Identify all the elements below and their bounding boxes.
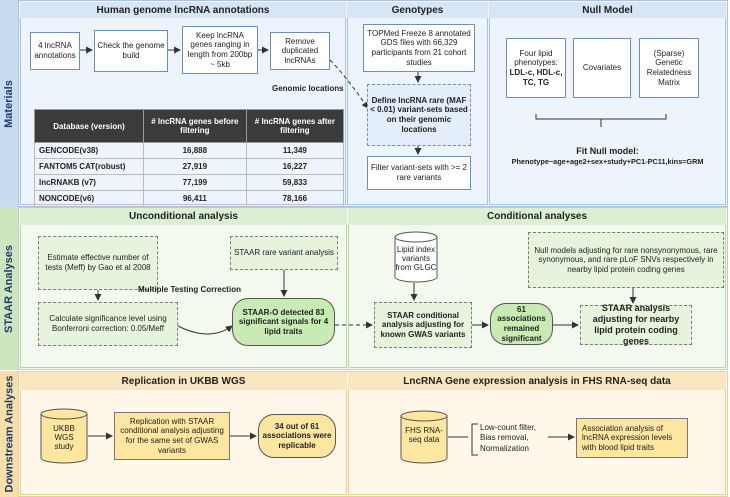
ukbb-cylinder-icon: UKBB WGS study — [40, 408, 88, 464]
table-cell: 16,888 — [143, 142, 247, 159]
annotations-header: Human genome lncRNA annotations — [20, 2, 346, 18]
table-header-database: Database (version) — [34, 109, 144, 143]
multiple-testing-correction-label: Multiple Testing Correction — [138, 285, 241, 294]
table-cell: 77,199 — [143, 174, 247, 191]
nearby-genes-box: STAAR analysis adjusting for nearby lipi… — [580, 303, 692, 346]
covariates-box: Covariates — [573, 38, 631, 98]
table-cell: 78,166 — [245, 190, 345, 207]
lipid-phenotypes-list: LDL-c, HDL-c, TC, TG — [509, 68, 563, 87]
table-header-after: # lncRNA genes after filtering — [245, 109, 345, 143]
remained-significant-box: 61 associations remained significant — [490, 303, 553, 345]
lncrna-database-table: Database (version) # lncRNA genes before… — [34, 109, 345, 207]
table-cell: NONCODE(v6) — [34, 190, 144, 207]
unconditional-header: Unconditional analysis — [20, 208, 347, 225]
table-cell: 16,227 — [245, 158, 345, 175]
step-keep-length: Keep lncRNA genes ranging in length from… — [182, 26, 258, 74]
fhs-header: LncRNA Gene expression analysis in FHS R… — [348, 372, 726, 390]
filter-variant-sets-box: Filter variant-sets with >= 2 rare varia… — [367, 156, 471, 190]
conditional-header: Conditional analyses — [348, 208, 726, 225]
table-cell: FANTOM5 CAT(robust) — [34, 158, 144, 175]
table-row: FANTOM5 CAT(robust) 27,919 16,227 — [34, 158, 345, 175]
table-row: lncRNAKB (v7) 77,199 59,833 — [34, 174, 345, 191]
step-check-genome-build: Check the genome build — [94, 30, 168, 72]
null-model-header: Null Model — [489, 2, 726, 18]
replicable-box: 34 out of 61 associations were replicabl… — [258, 414, 336, 458]
lipid-phenotypes-title: Four lipid phenotypes: — [514, 48, 558, 68]
fit-null-model-title: Fit Null model: — [576, 146, 639, 156]
ukbb-header: Replication in UKBB WGS — [20, 372, 347, 390]
step-lncrna-annotations: 4 lncRNA annotations — [30, 32, 80, 70]
association-analysis-box: Association analysis of lncRNA expressio… — [576, 418, 688, 458]
table-cell: 11,349 — [245, 142, 345, 159]
meff-box: Estimate effective number of tests (Meff… — [38, 236, 158, 290]
materials-sidebar: Materials — [0, 0, 18, 207]
database-cylinder-icon: Lipid index variants from GLGC — [394, 231, 438, 283]
genotypes-header: Genotypes — [347, 2, 488, 18]
genomic-locations-label: Genomic locations — [272, 84, 344, 93]
topmed-box: TOPMed Freeze 8 annotated GDS files with… — [363, 24, 475, 72]
table-header-before: # lncRNA genes before filtering — [143, 109, 247, 143]
step-remove-duplicates: Remove duplicated lncRNAs — [270, 32, 330, 70]
downstream-sidebar: Downstream Analyses — [0, 371, 18, 497]
null-models-adjusting-box: Null models adjusting for rare nonsynony… — [528, 232, 724, 288]
staar-sidebar: STAAR Analyses — [0, 207, 18, 370]
conditional-analysis-box: STAAR conditional analysis adjusting for… — [374, 302, 472, 348]
grm-box: (Sparse) Genetic Relatedness Matrix — [639, 38, 699, 98]
lipid-phenotypes-box: Four lipid phenotypes: LDL-c, HDL-c, TC,… — [506, 38, 566, 98]
table-row: NONCODE(v6) 96,411 78,166 — [34, 190, 345, 207]
replication-box: Replication with STAAR conditional analy… — [114, 412, 230, 460]
fhs-data-label: FHS RNA-seq data — [405, 426, 443, 445]
rare-variant-analysis-box: STAAR rare variant analysis — [230, 236, 338, 270]
significance-box: Calculate significance level using Bonfe… — [38, 302, 178, 346]
table-cell: GENCODE(v38) — [34, 142, 144, 159]
table-cell: 96,411 — [143, 190, 247, 207]
table-cell: 27,919 — [143, 158, 247, 175]
table-cell: 59,833 — [245, 174, 345, 191]
staar-o-detected-box: STAAR-O detected 83 significant signals … — [232, 298, 335, 346]
table-row: GENCODE(v38) 16,888 11,349 — [34, 142, 345, 159]
fit-null-model-formula: Phenotype~age+age2+sex+study+PC1-PC11,ki… — [511, 157, 704, 166]
define-rare-box: Define lncRNA rare (MAF < 0.01) variant-… — [367, 84, 471, 146]
fhs-cylinder-icon: FHS RNA-seq data — [400, 410, 448, 464]
table-cell: lncRNAKB (v7) — [34, 174, 144, 191]
ukbb-study-label: UKBB WGS study — [53, 424, 75, 452]
lipid-index-label: Lipid index variants from GLGC — [395, 245, 437, 273]
processing-steps-label: Low-count filter, Bias removal, Normaliz… — [480, 423, 537, 453]
